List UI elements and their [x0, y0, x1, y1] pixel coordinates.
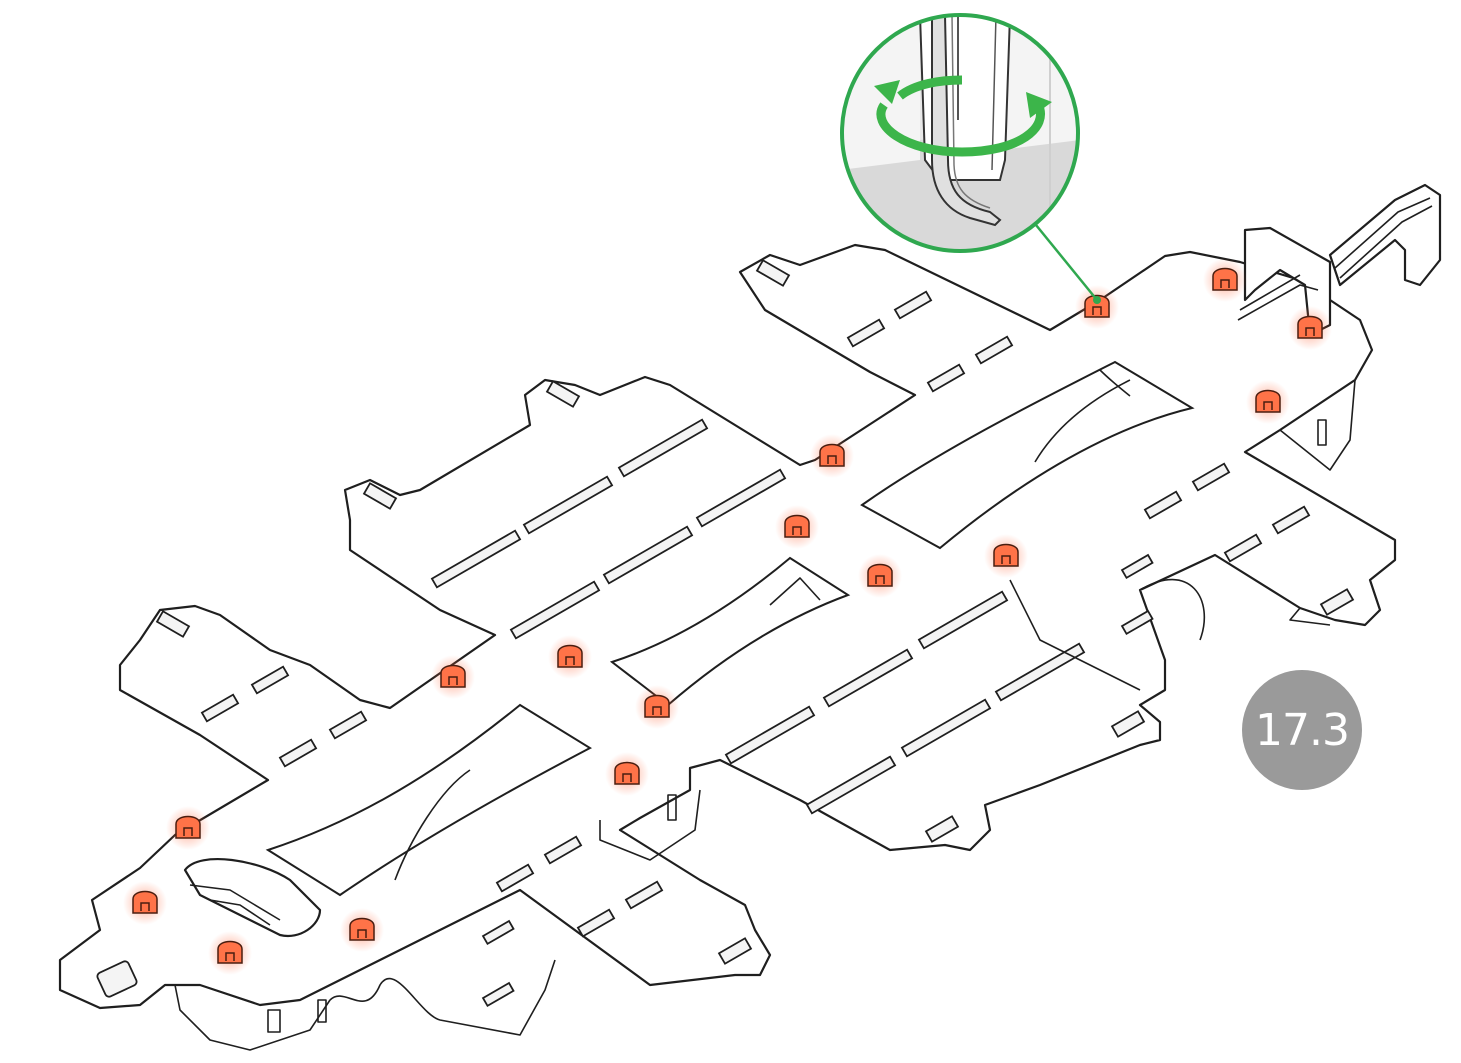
clip [635, 685, 679, 729]
clip [431, 655, 475, 699]
clip [208, 931, 252, 975]
callout-anchor-dot [1093, 296, 1101, 304]
callout-leader-line [1036, 225, 1097, 300]
clip [984, 534, 1028, 578]
clip [1203, 258, 1247, 302]
clip [775, 505, 819, 549]
clip [548, 635, 592, 679]
clip [166, 806, 210, 850]
clip [1075, 285, 1119, 329]
clip [605, 752, 649, 796]
zoom-callout [840, 15, 1080, 255]
step-number-badge: 17.3 [1242, 670, 1362, 790]
clip [340, 908, 384, 952]
clip [1288, 306, 1332, 350]
clip [123, 881, 167, 925]
clip [810, 434, 854, 478]
clip [1246, 380, 1290, 424]
clip [858, 554, 902, 598]
